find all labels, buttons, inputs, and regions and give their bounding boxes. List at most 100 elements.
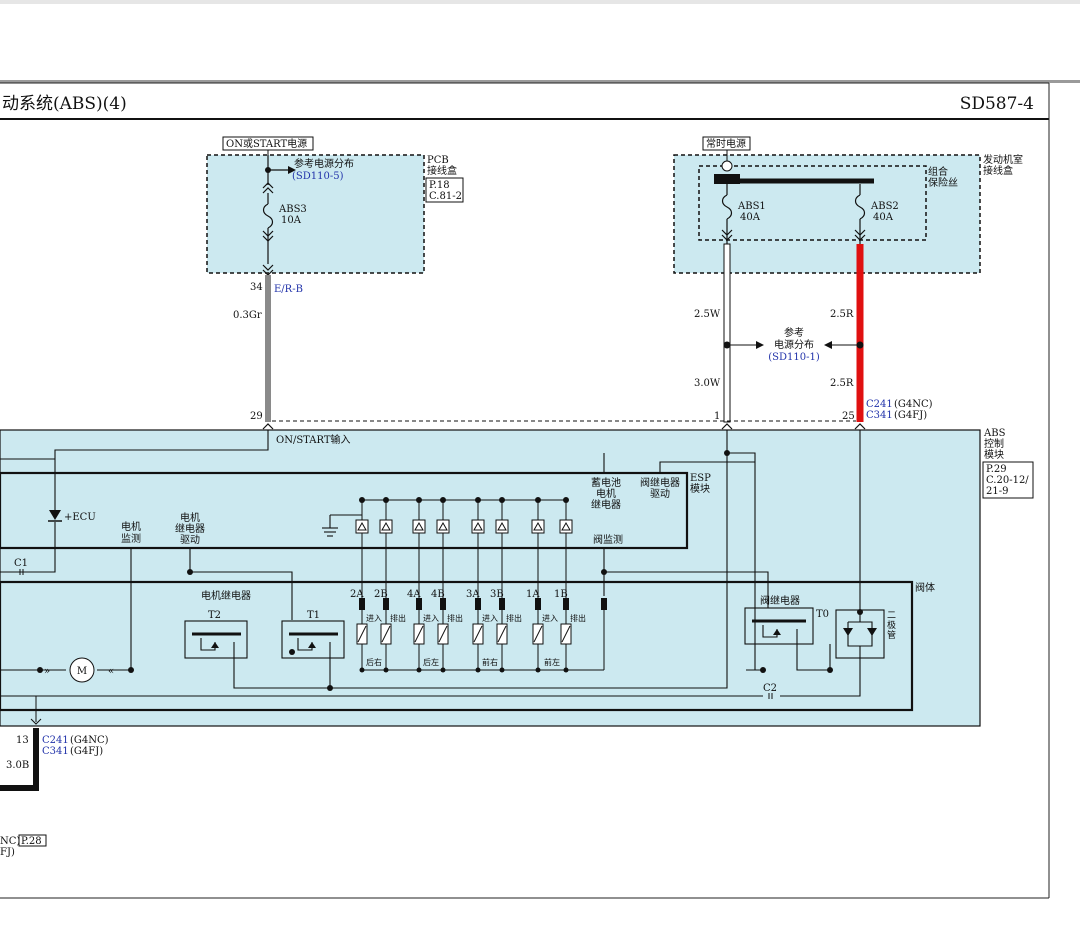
- valve-pin-label: 2B: [374, 589, 388, 600]
- valve-pin: [416, 598, 422, 610]
- valve-pin-label: 3B: [490, 589, 504, 600]
- motor-symbol: M: [77, 666, 87, 677]
- motor-relay-drive-1: 电机: [180, 511, 200, 524]
- valve-pin: [499, 598, 505, 610]
- wire-25w: [723, 243, 731, 423]
- pcb-ref-dist-code: (SD110-5): [292, 171, 344, 182]
- motor-relays: [0, 453, 728, 689]
- valve-pin-label: 4B: [431, 589, 445, 600]
- wire-spec-03gr: 0.3Gr: [233, 310, 262, 321]
- battery-label-2: 电机: [596, 487, 616, 500]
- ref-mid-2: 电源分布: [774, 338, 814, 351]
- junction-r: [856, 341, 864, 349]
- valve-group-label: 前左: [544, 657, 560, 667]
- valve-driver: [531, 519, 545, 534]
- pin-29: 29: [250, 411, 263, 422]
- valve-group-dot: [535, 667, 541, 673]
- valve-coil-slash: [357, 625, 367, 643]
- relay-t2: T2: [208, 610, 221, 621]
- relay-t1: T1: [307, 610, 320, 621]
- wire-spec-25w: 2.5W: [694, 309, 721, 320]
- valve-monitor-pin: [601, 598, 607, 610]
- pcb-title-1: PCB: [427, 155, 449, 166]
- valve-driver: [355, 519, 369, 534]
- power-source-battery: 常时电源: [706, 137, 746, 150]
- battery-label-1: 蓄电池: [591, 476, 621, 489]
- pcb-ref-2: C.81-2: [429, 191, 462, 202]
- pin-34: 34: [250, 282, 263, 293]
- engine-box-title-1: 发动机室: [983, 153, 1023, 166]
- pcb-internal-wiring: [262, 155, 288, 276]
- ref-arrow-r: [824, 341, 832, 349]
- valve-group-label: 后左: [423, 657, 439, 667]
- valve-group-label: 后右: [366, 657, 382, 667]
- valve-driver-icon: [414, 521, 424, 531]
- pcb-ref-1: P.18: [429, 180, 450, 191]
- esp-label-2: 模块: [690, 483, 710, 495]
- valve-group-dot: [416, 667, 422, 673]
- motor-monitor-1: 电机: [121, 520, 141, 533]
- wire-spec-30b: 3.0B: [6, 760, 29, 771]
- valve-in-label: 进入: [482, 614, 498, 623]
- diode-3: 管: [887, 629, 896, 641]
- wire-spec-25r-a: 2.5R: [830, 309, 854, 320]
- valve-coil-slash: [381, 625, 391, 643]
- fuse-abs2-name: ABS2: [870, 201, 899, 212]
- valve-driver-icon: [438, 521, 448, 531]
- valve-body-label: 阀体: [915, 581, 935, 594]
- conn-c241: C241: [866, 399, 893, 410]
- conn-c341-b: C341: [42, 746, 69, 757]
- fuse-abs1-name: ABS1: [737, 201, 766, 212]
- abs-ref-3: 21-9: [986, 486, 1008, 497]
- ecu-label: +ECU: [64, 512, 96, 523]
- valve-out-label: 排出: [570, 613, 586, 623]
- abs-module-1: ABS: [983, 428, 1006, 439]
- valve-driver: [559, 519, 573, 534]
- valve-driver-icon: [381, 521, 391, 531]
- power-source-on-start: ON或START电源: [226, 137, 307, 150]
- engine-box-internal-wiring: [721, 184, 866, 244]
- pcb-junction-box: [206, 136, 425, 274]
- conn-g4fj: (G4FJ): [894, 410, 927, 421]
- ref-arrow-right: [288, 166, 296, 174]
- valve-driver-icon: [473, 521, 483, 531]
- ref-arrow-w: [756, 341, 764, 349]
- conn-partial-a: NC): [0, 836, 20, 847]
- valve-pin-label: 4A: [407, 589, 421, 600]
- valve-driver-icon: [497, 521, 507, 531]
- wire-color-er-b: E/R-B: [274, 284, 303, 295]
- motor-chevrons-right: «: [108, 666, 114, 677]
- abs-ref-1: P.29: [986, 464, 1007, 475]
- valve-driver: [495, 519, 509, 534]
- conn-partial-b: FJ): [0, 847, 15, 858]
- module-input-pins: [262, 423, 866, 430]
- valve-driver-icon: [533, 521, 543, 531]
- valve-driver-icon: [561, 521, 571, 531]
- fuse-abs3-name: ABS3: [278, 204, 307, 215]
- fuse-abs2-rating: 40A: [873, 212, 894, 223]
- valve-pin-label: 1B: [554, 589, 568, 600]
- valve-relay-drive-2: 驱动: [650, 488, 670, 500]
- relay-t0: T0: [816, 609, 829, 620]
- wire-30b: [0, 728, 39, 791]
- conn-g4nc-b: (G4NC): [70, 735, 109, 746]
- abs-module-3: 模块: [984, 449, 1004, 461]
- diagram-code: SD587-4: [960, 94, 1034, 114]
- valve-in-label: 进入: [542, 614, 558, 623]
- pcb-ref-dist: 参考电源分布: [294, 157, 354, 170]
- valve-pin: [440, 598, 446, 610]
- valve-out-label: 排出: [506, 613, 522, 623]
- battery-label-3: 继电器: [591, 498, 621, 511]
- abs-module-body: [0, 429, 981, 727]
- valve-group-dot: [440, 667, 446, 673]
- valve-pin: [563, 598, 569, 610]
- pin-13: 13: [16, 735, 29, 746]
- valve-group-label: 前右: [482, 657, 498, 667]
- top-bar: [0, 0, 1080, 4]
- conn-c341: C341: [866, 410, 893, 421]
- separator-bar: [0, 80, 1080, 83]
- valve-pin: [475, 598, 481, 610]
- c2-label: C2: [763, 683, 777, 694]
- valve-coil-slash: [473, 625, 483, 643]
